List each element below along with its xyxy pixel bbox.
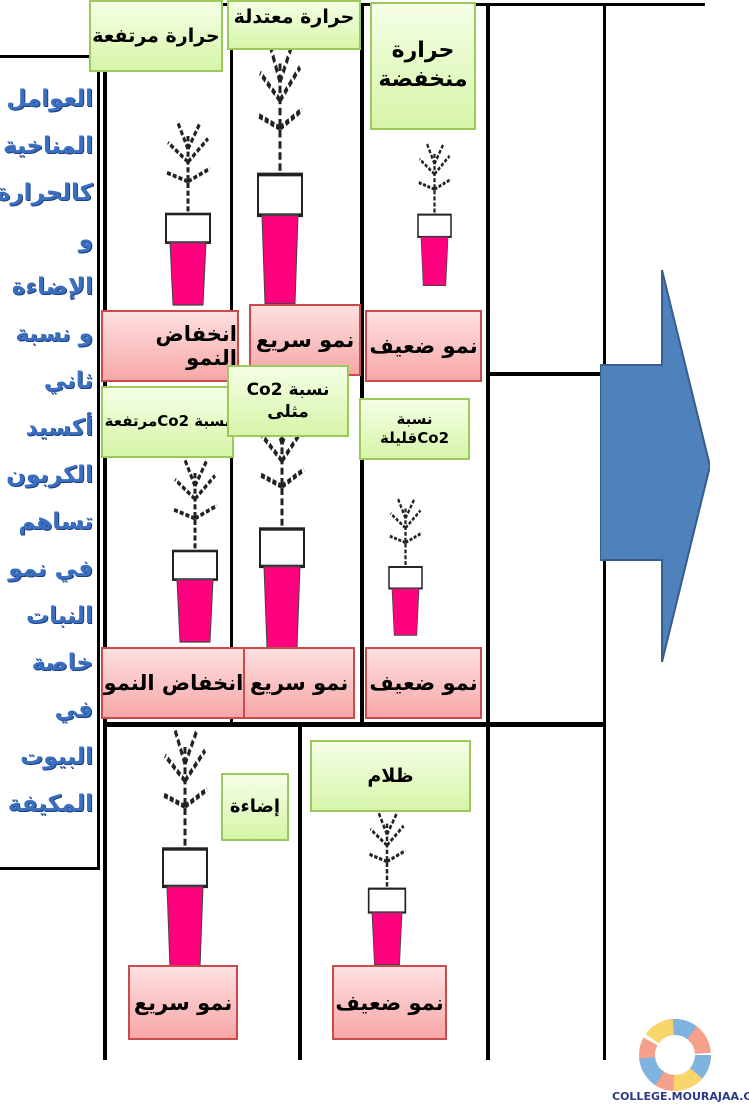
plant-image xyxy=(416,142,453,288)
arrow-right-icon xyxy=(600,270,710,662)
result-label: نمو ضعيف xyxy=(365,310,482,382)
grid-line xyxy=(360,5,364,725)
plant-image xyxy=(387,497,424,637)
result-label: نمو ضعيف xyxy=(365,647,482,719)
side-text-box: العوامل المناخية كالحرارة و الإضاءة و نس… xyxy=(0,55,100,870)
condition-label: إضاءة xyxy=(221,773,289,841)
plant-image xyxy=(164,123,212,307)
plant-image xyxy=(171,460,219,644)
grid-line xyxy=(103,5,107,1060)
result-label: انخفاض النمو xyxy=(101,310,239,382)
grid-line xyxy=(105,722,605,727)
plant-image xyxy=(150,730,220,970)
condition-label: ظلام xyxy=(310,740,471,812)
condition-label: حرارة منخفضة xyxy=(370,2,476,130)
plant-image xyxy=(250,45,310,305)
condition-label: حرارة مرتفعة xyxy=(89,0,223,72)
condition-label: نسبة Co2مرتفعة xyxy=(101,386,234,458)
grid-line xyxy=(486,5,490,1060)
result-label: انخفاض النمو xyxy=(101,647,246,719)
condition-label: نسبة Co2 مثلى xyxy=(227,365,349,437)
grid-line xyxy=(298,725,302,1060)
grid-line xyxy=(486,372,606,376)
result-label: نمو سريع xyxy=(128,965,238,1040)
condition-label: نسبة Co2قليلة xyxy=(359,398,470,460)
plant-image xyxy=(367,812,407,967)
plant-image xyxy=(252,410,312,650)
result-label: نمو ضعيف xyxy=(332,965,447,1040)
result-label: نمو سريع xyxy=(243,647,355,719)
condition-label: حرارة معتدلة xyxy=(227,0,361,50)
logo xyxy=(639,1019,711,1091)
logo-text: COLLEGE.MOURAJAA.COM xyxy=(612,1090,749,1103)
